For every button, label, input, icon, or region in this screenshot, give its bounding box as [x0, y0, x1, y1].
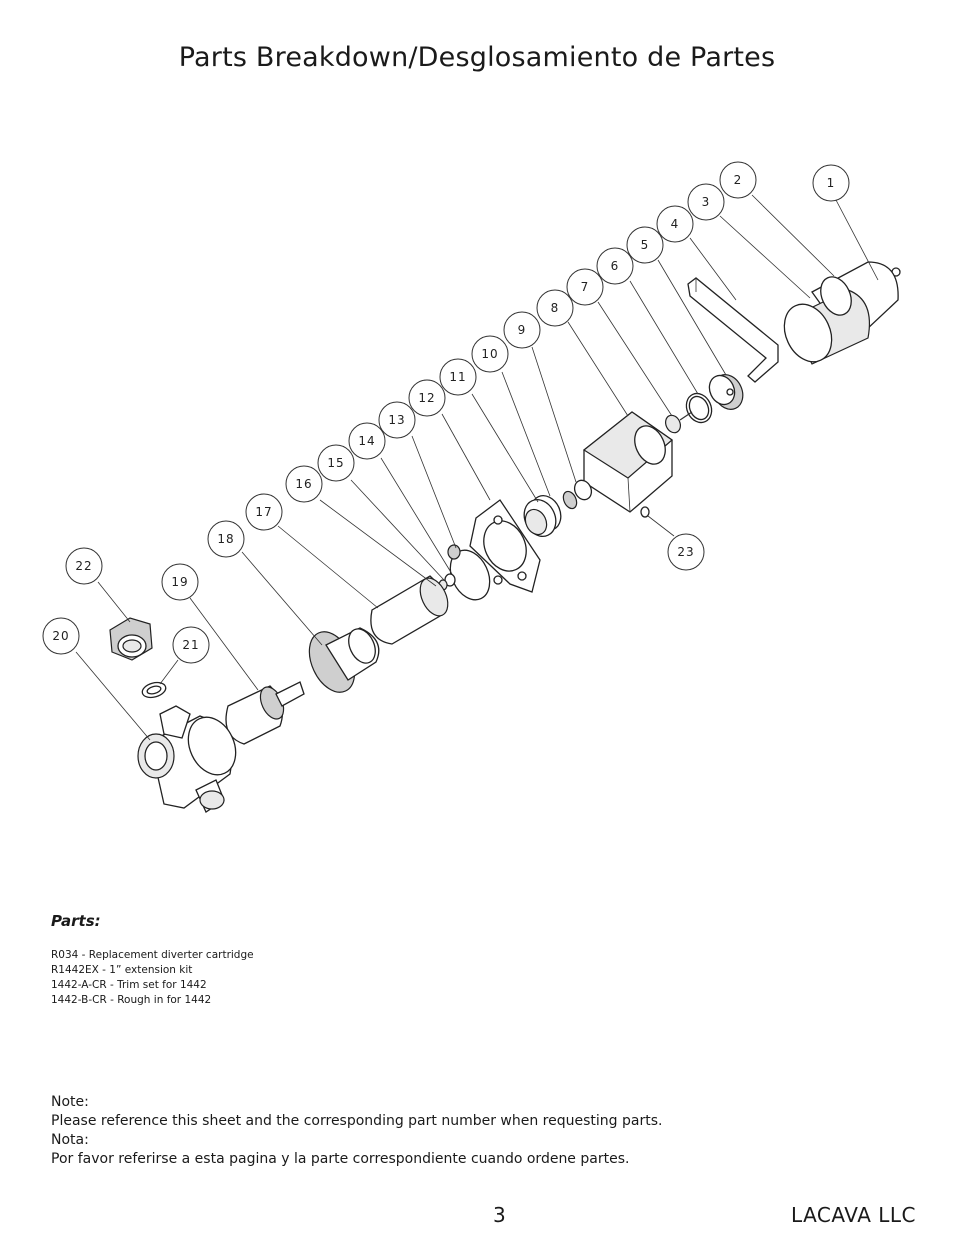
note-label-en: Note:: [51, 1094, 89, 1110]
parts-heading: Parts:: [51, 912, 101, 930]
part-16-17-sleeve: [370, 575, 449, 645]
page-title: Parts Breakdown/Desglosamiento de Partes: [178, 42, 776, 73]
part-22-nut: [109, 617, 153, 661]
svg-text:6: 6: [611, 259, 620, 273]
part-12-flange: [469, 499, 541, 593]
parts-list: R034 - Replacement diverter cartridge R1…: [51, 948, 254, 1008]
callout-15: 15: [317, 444, 355, 482]
svg-text:8: 8: [551, 301, 560, 315]
callout-12: 12: [408, 379, 446, 417]
note-section: Note: Please reference this sheet and th…: [51, 1093, 662, 1169]
callout-8: 8: [536, 289, 574, 327]
svg-text:15: 15: [327, 456, 344, 470]
svg-text:20: 20: [52, 629, 69, 643]
svg-text:18: 18: [217, 532, 234, 546]
svg-text:19: 19: [171, 575, 188, 589]
svg-text:14: 14: [358, 434, 375, 448]
part-6-7-rings: [665, 392, 713, 434]
callout-14: 14: [348, 422, 386, 460]
callout-22: 22: [65, 547, 103, 585]
part-4-bracket: [687, 277, 779, 383]
callout-18: 18: [207, 520, 245, 558]
svg-text:10: 10: [481, 347, 498, 361]
note-label-es: Nota:: [51, 1132, 89, 1148]
part-23-set-screw: [640, 506, 650, 518]
svg-text:1: 1: [827, 176, 836, 190]
callout-2: 2: [719, 161, 757, 199]
svg-text:5: 5: [641, 238, 650, 252]
note-text-en: Please reference this sheet and the corr…: [51, 1113, 663, 1129]
part-9-stem: [562, 479, 593, 510]
callout-6: 6: [596, 247, 634, 285]
svg-text:21: 21: [182, 638, 199, 652]
svg-text:17: 17: [255, 505, 272, 519]
list-item: R034 - Replacement diverter cartridge: [51, 949, 254, 961]
callout-9: 9: [503, 311, 541, 349]
part-19-insert: [225, 681, 305, 745]
svg-text:23: 23: [677, 545, 694, 559]
svg-text:9: 9: [518, 323, 527, 337]
svg-text:22: 22: [75, 559, 92, 573]
svg-text:12: 12: [418, 391, 435, 405]
part-21-washer: [141, 681, 167, 699]
list-item: 1442-A-CR - Trim set for 1442: [51, 979, 207, 991]
svg-text:7: 7: [581, 280, 590, 294]
callout-3: 3: [687, 183, 725, 221]
callout-17: 17: [245, 493, 283, 531]
svg-text:16: 16: [295, 477, 312, 491]
callout-23: 23: [667, 533, 705, 571]
callout-21: 21: [172, 626, 210, 664]
part-10-11-cartridge: [523, 494, 562, 537]
svg-text:3: 3: [702, 195, 711, 209]
callout-20: 20: [42, 617, 80, 655]
callout-11: 11: [439, 358, 477, 396]
list-item: R1442EX - 1” extension kit: [51, 964, 193, 976]
callout-10: 10: [471, 335, 509, 373]
note-text-es: Por favor referirse a esta pagina y la p…: [51, 1151, 630, 1167]
exploded-parts-diagram: 1 2 3 4 5 6 7 8 9 10 11 12 13 14 15 16 1…: [42, 161, 901, 813]
callout-4: 4: [656, 205, 694, 243]
list-item: 1442-B-CR - Rough in for 1442: [51, 994, 212, 1006]
part-8-block: [582, 411, 673, 513]
callout-16: 16: [285, 465, 323, 503]
part-5-cap: [708, 374, 744, 410]
svg-text:13: 13: [388, 413, 405, 427]
company-name: LACAVA LLC: [791, 1203, 916, 1227]
callout-13: 13: [378, 401, 416, 439]
svg-text:2: 2: [734, 173, 743, 187]
svg-text:4: 4: [671, 217, 680, 231]
callout-19: 19: [161, 563, 199, 601]
callout-1: 1: [812, 164, 850, 202]
callout-7: 7: [566, 268, 604, 306]
part-18-adapter: [308, 627, 380, 693]
page-number: 3: [493, 1203, 506, 1227]
svg-text:11: 11: [449, 370, 466, 384]
part-2-3-handle: [783, 261, 899, 365]
part-20-valve-body: [137, 705, 237, 813]
callout-5: 5: [626, 226, 664, 264]
